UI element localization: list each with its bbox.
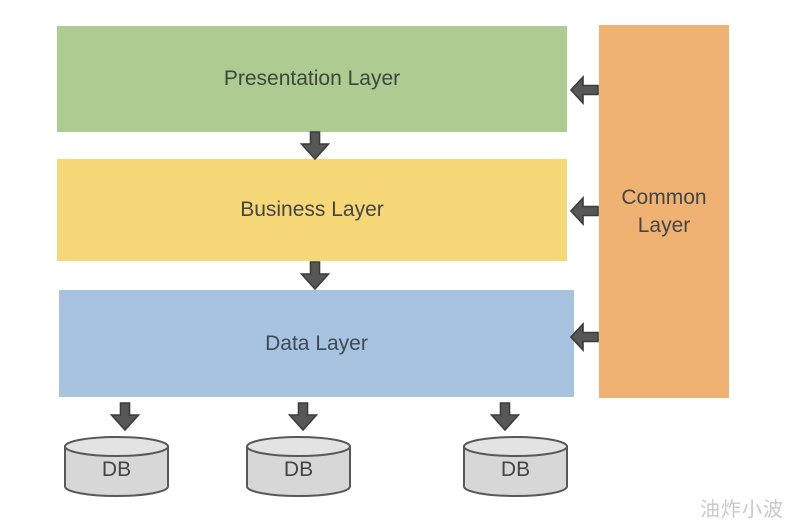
arrow-left-common-to-presentation-icon bbox=[570, 75, 599, 105]
data-layer-box: Data Layer bbox=[59, 290, 574, 397]
left-arrow-icon bbox=[570, 322, 599, 352]
down-arrow-icon bbox=[110, 402, 140, 431]
business-layer-label: Business Layer bbox=[240, 198, 384, 221]
db3-label: DB bbox=[500, 458, 531, 481]
db2-label: DB bbox=[283, 458, 314, 481]
down-arrow-icon bbox=[300, 261, 330, 290]
data-layer-label: Data Layer bbox=[265, 331, 368, 355]
database-icon bbox=[463, 436, 568, 497]
left-arrow-icon bbox=[570, 196, 599, 226]
database-icon bbox=[64, 436, 169, 497]
presentation-layer-label: Presentation Layer bbox=[223, 67, 401, 90]
db1-label: DB bbox=[101, 458, 132, 481]
watermark-text: 油炸小波 bbox=[700, 499, 784, 521]
arrow-down-data-to-db1-icon bbox=[110, 402, 140, 431]
down-arrow-icon bbox=[300, 131, 330, 160]
database-cylinder-2: DB bbox=[245, 435, 352, 498]
arrow-down-business-to-data-icon bbox=[300, 261, 330, 290]
down-arrow-icon bbox=[490, 402, 520, 431]
left-arrow-icon bbox=[570, 75, 599, 105]
presentation-layer-box: Presentation Layer bbox=[57, 26, 567, 132]
arrow-down-data-to-db2-icon bbox=[288, 402, 318, 431]
arrow-left-common-to-data-icon bbox=[570, 322, 599, 352]
arrow-down-presentation-to-business-icon bbox=[300, 131, 330, 160]
database-cylinder-3: DB bbox=[462, 435, 569, 498]
common-layer-label: Common Layer bbox=[621, 186, 707, 237]
database-cylinder-1: DB bbox=[63, 435, 170, 498]
arrow-down-data-to-db3-icon bbox=[490, 402, 520, 431]
arrow-left-common-to-business-icon bbox=[570, 196, 599, 226]
down-arrow-icon bbox=[288, 402, 318, 431]
common-layer-box: Common Layer bbox=[599, 25, 729, 398]
business-layer-box: Business Layer bbox=[57, 159, 567, 261]
database-icon bbox=[246, 436, 351, 497]
